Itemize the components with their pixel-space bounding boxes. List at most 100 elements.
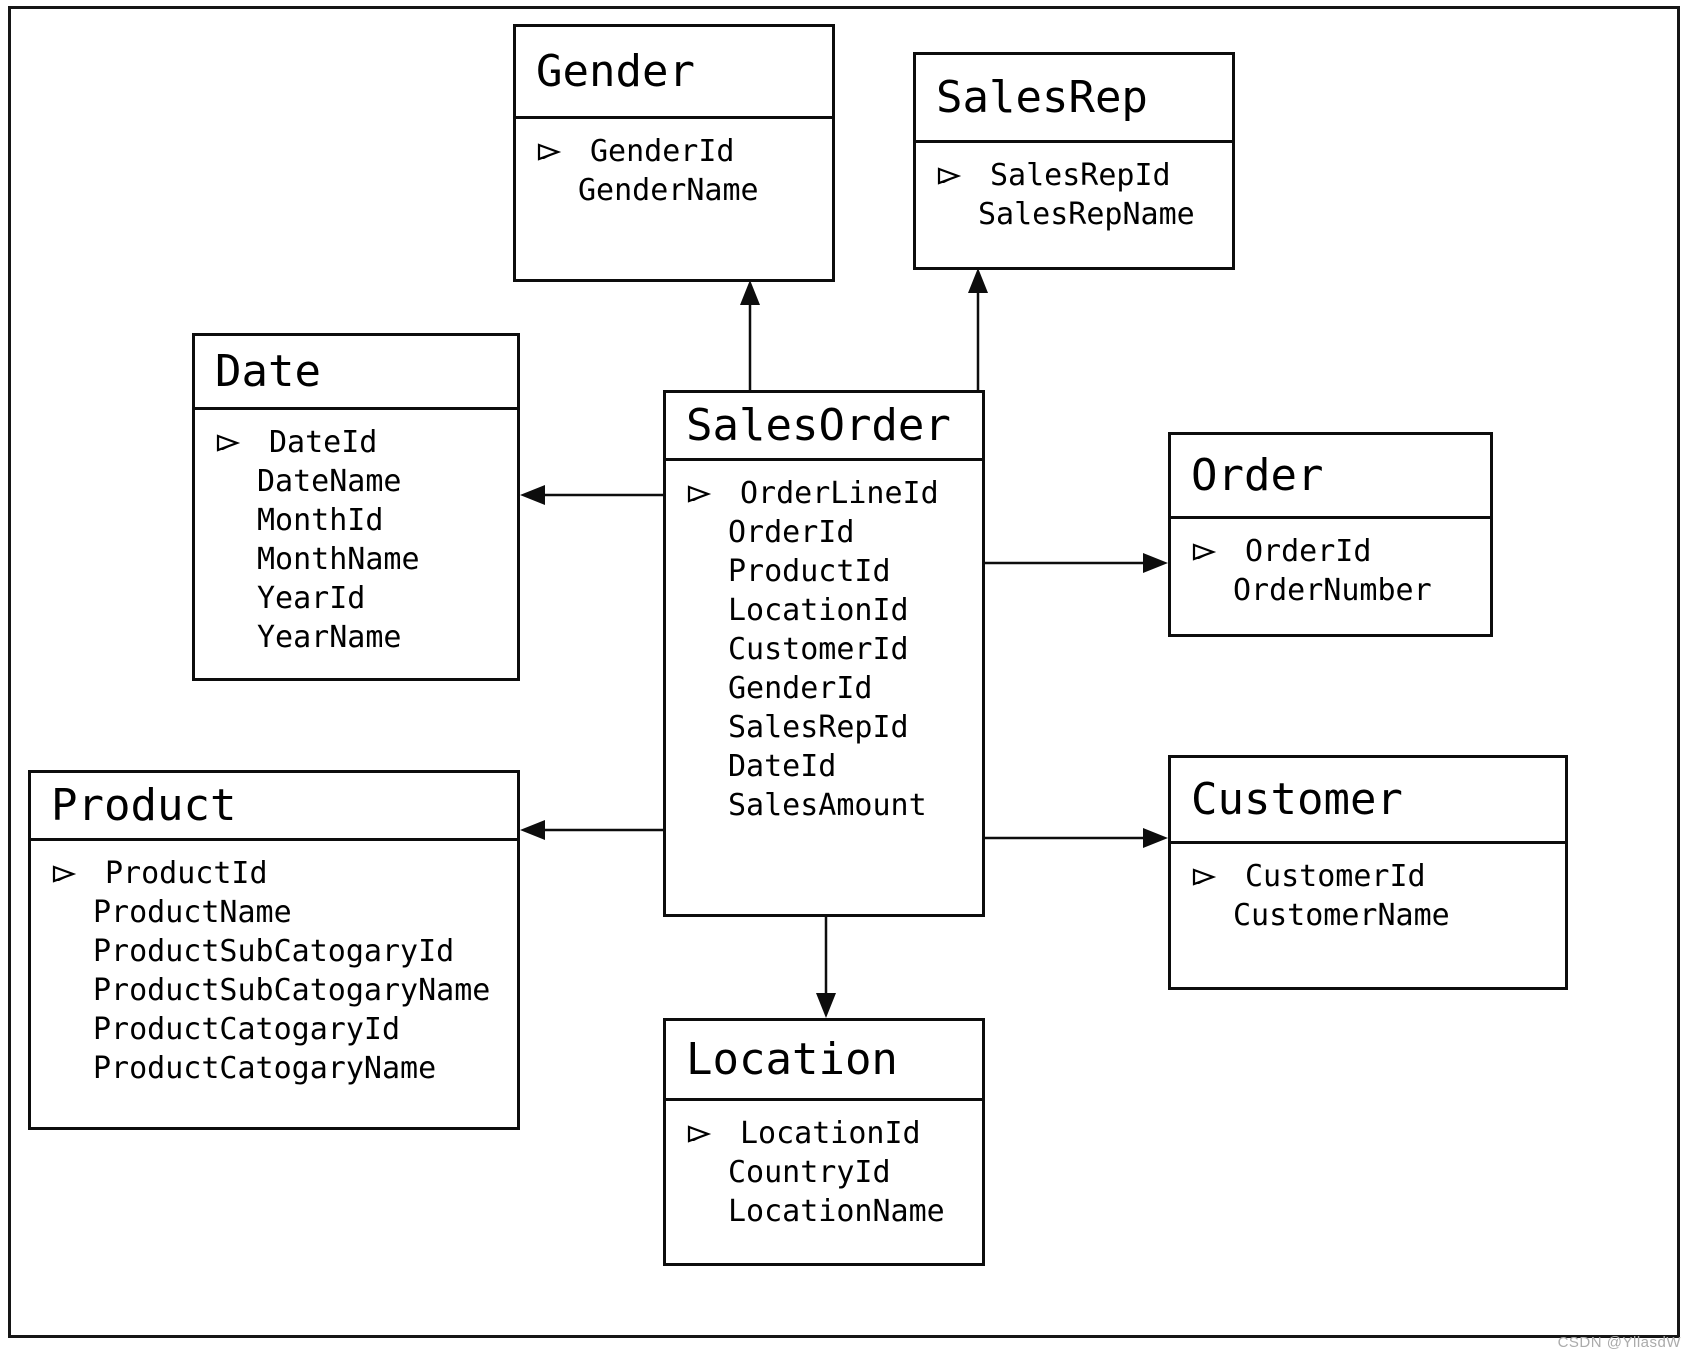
field-name: ProductId [728, 554, 891, 589]
field-row: SalesRepName [916, 195, 1232, 234]
pk-marker [516, 142, 578, 162]
table-header: Customer [1171, 758, 1565, 844]
field-row: CustomerId [1171, 857, 1565, 896]
field-row: GenderId [516, 132, 832, 171]
field-name: SalesRepName [978, 197, 1195, 232]
watermark: CSDN @YllasdW [1557, 1334, 1681, 1351]
pk-arrow-icon [1192, 867, 1217, 886]
field-row: DateId [195, 423, 517, 462]
field-row: SalesRepId [666, 708, 982, 747]
field-name: DateId [269, 425, 378, 460]
field-row: YearName [195, 618, 517, 657]
field-row: GenderName [516, 171, 832, 210]
field-name: CustomerId [1245, 859, 1426, 894]
field-name: ProductCatogaryId [93, 1012, 401, 1047]
field-name: ProductSubCatogaryName [93, 973, 491, 1008]
field-name: YearId [257, 581, 366, 616]
field-row: OrderId [1171, 532, 1490, 571]
table-title: Gender [536, 46, 695, 97]
field-row: ProductSubCatogaryId [31, 932, 517, 971]
field-name: LocationId [740, 1116, 921, 1151]
field-name: OrderId [1245, 534, 1372, 569]
table-title: Location [686, 1034, 898, 1085]
field-name: CustomerName [1233, 898, 1450, 933]
pk-marker [1171, 542, 1233, 562]
field-name: MonthId [257, 503, 384, 538]
pk-arrow-icon [687, 1124, 712, 1143]
field-row: LocationName [666, 1192, 982, 1231]
field-name: LocationId [728, 593, 909, 628]
field-row: GenderId [666, 669, 982, 708]
field-name: GenderId [590, 134, 735, 169]
field-name: CountryId [728, 1155, 891, 1190]
table-header: Date [195, 336, 517, 410]
field-row: CountryId [666, 1153, 982, 1192]
field-row: DateName [195, 462, 517, 501]
pk-marker [1171, 867, 1233, 887]
field-row: OrderNumber [1171, 571, 1490, 610]
field-name: OrderId [728, 515, 855, 550]
field-name: DateId [728, 749, 837, 784]
pk-marker [666, 484, 728, 504]
table-header: Location [666, 1021, 982, 1101]
field-name: YearName [257, 620, 402, 655]
pk-arrow-icon [537, 142, 562, 161]
field-name: OrderNumber [1233, 573, 1432, 608]
field-name: ProductName [93, 895, 292, 930]
pk-marker [195, 433, 257, 453]
field-name: OrderLineId [740, 476, 939, 511]
table-header: SalesRep [916, 55, 1232, 143]
pk-marker [916, 166, 978, 186]
field-name: ProductCatogaryName [93, 1051, 437, 1086]
table-title: Product [51, 780, 237, 831]
field-row: DateId [666, 747, 982, 786]
table-title: SalesRep [936, 72, 1148, 123]
table-title: Date [215, 346, 321, 397]
field-row: LocationId [666, 591, 982, 630]
field-row: OrderLineId [666, 474, 982, 513]
table-title: SalesOrder [686, 400, 951, 451]
field-row: ProductSubCatogaryName [31, 971, 517, 1010]
field-row: MonthName [195, 540, 517, 579]
field-name: SalesRepId [728, 710, 909, 745]
field-name: GenderId [728, 671, 873, 706]
field-row: SalesAmount [666, 786, 982, 825]
field-name: LocationName [728, 1194, 945, 1229]
field-row: MonthId [195, 501, 517, 540]
field-name: MonthName [257, 542, 420, 577]
pk-arrow-icon [216, 433, 241, 452]
table-title: Order [1191, 450, 1324, 501]
table-title: Customer [1191, 774, 1403, 825]
field-name: GenderName [578, 173, 759, 208]
field-row: ProductCatogaryName [31, 1049, 517, 1088]
table-header: Order [1171, 435, 1490, 519]
field-name: SalesAmount [728, 788, 927, 823]
field-row: ProductCatogaryId [31, 1010, 517, 1049]
field-row: YearId [195, 579, 517, 618]
field-row: OrderId [666, 513, 982, 552]
table-header: Gender [516, 27, 832, 119]
field-name: CustomerId [728, 632, 909, 667]
field-row: CustomerName [1171, 896, 1565, 935]
field-row: LocationId [666, 1114, 982, 1153]
table-header: Product [31, 773, 517, 841]
pk-arrow-icon [52, 864, 77, 883]
pk-arrow-icon [1192, 542, 1217, 561]
pk-arrow-icon [687, 484, 712, 503]
field-row: SalesRepId [916, 156, 1232, 195]
field-row: ProductId [31, 854, 517, 893]
